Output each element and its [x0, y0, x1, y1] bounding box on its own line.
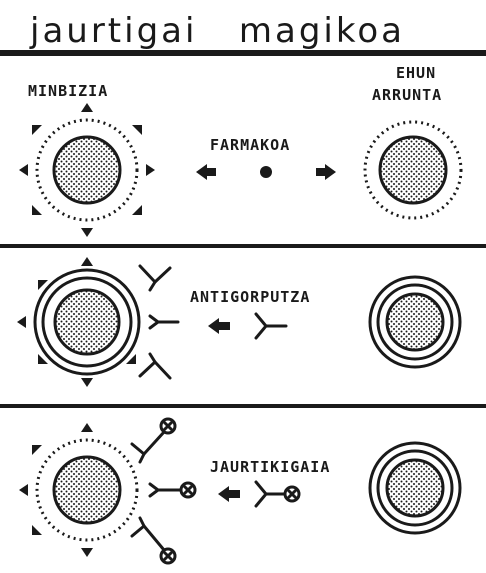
normal-cell-3 [370, 443, 460, 533]
magic-bullet-icon [256, 482, 299, 506]
magic-bullet-label: JAURTIKIGAIA [210, 458, 330, 476]
bound-magic-bullet-icons [132, 419, 195, 563]
left-arrow-icon [196, 164, 216, 180]
antibody-icon [256, 314, 286, 338]
right-arrow-icon [316, 164, 336, 180]
panel-magic-bullet: JAURTIKIGAIA [19, 419, 460, 563]
cancer-cell-label: MINBIZIA [28, 82, 108, 100]
panel-antibody: ANTIGORPUTZA [17, 257, 460, 387]
drug-arrows [196, 164, 336, 180]
page-title: jaurtigai magikoa [29, 11, 405, 51]
left-arrow-icon [208, 318, 230, 334]
bound-antibody-icons [140, 266, 178, 378]
normal-tissue-label-line2: ARRUNTA [372, 86, 442, 104]
cancer-cell-2 [35, 270, 139, 374]
drug-molecule-icon [260, 166, 272, 178]
normal-cell-2 [370, 277, 460, 367]
drug-label: FARMAKOA [210, 136, 290, 154]
left-arrow-icon [218, 486, 240, 502]
cancer-cell-1 [37, 120, 137, 220]
normal-cell-1 [365, 122, 461, 218]
antibody-label: ANTIGORPUTZA [190, 288, 310, 306]
panel-drug: MINBIZIA FARMAKOA EHUN ARRUNTA [19, 64, 461, 237]
normal-tissue-label-line1: EHUN [396, 64, 436, 82]
cancer-cell-3 [37, 440, 137, 540]
